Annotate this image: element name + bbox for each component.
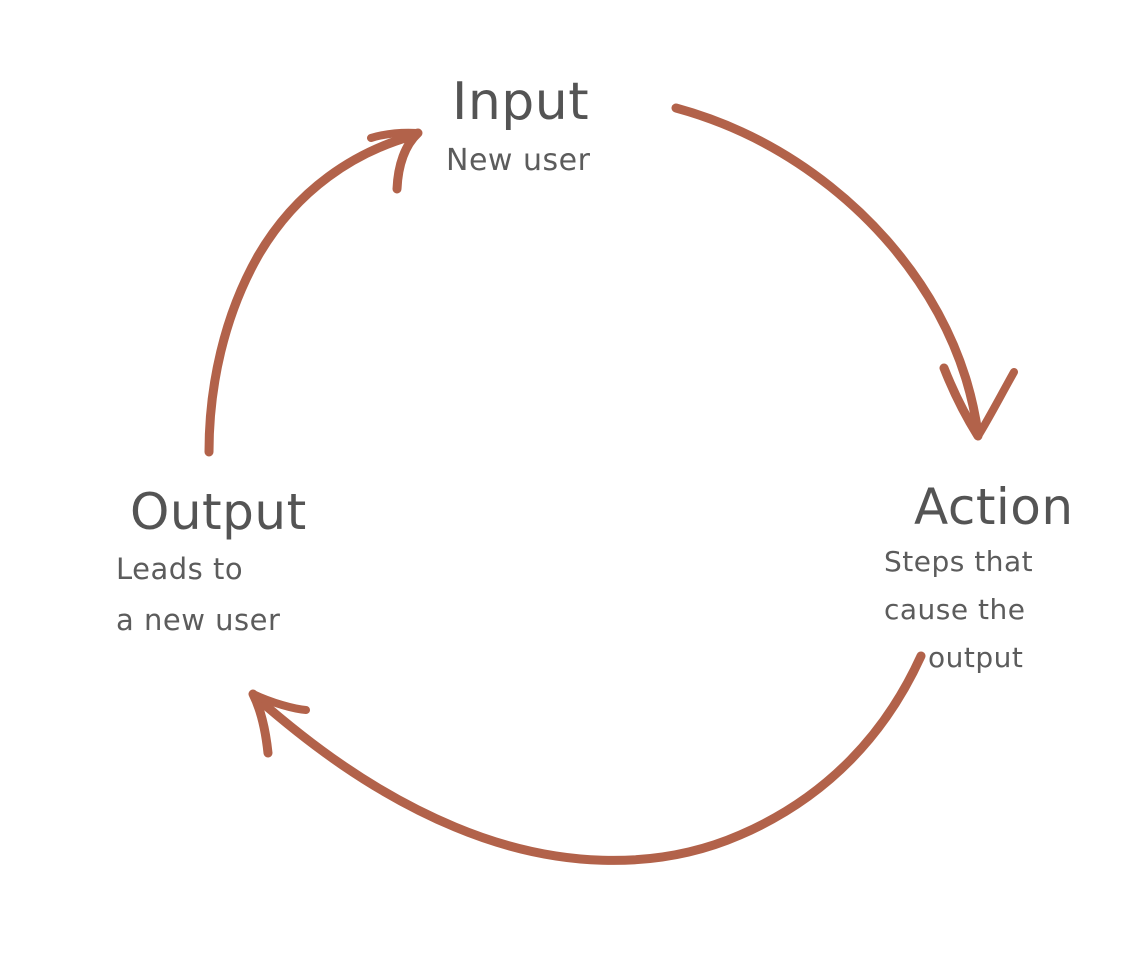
edge-output-to-input [204,128,423,457]
edge-action-to-output [248,651,926,865]
edge-action-to-output-arrowhead-barb [249,690,310,714]
edge-input-to-action-arrowhead [939,363,983,441]
node-output[interactable]: Output Leads to a new user [116,487,307,639]
node-input-subtitle-line-1: New user [446,143,591,178]
node-output-title: Output [130,483,307,541]
edge-input-to-action [671,103,1018,441]
node-action-subtitle-line-2: cause the [884,592,1026,626]
node-output-subtitle-line-2: a new user [116,603,281,638]
node-input[interactable]: Input New user [446,76,590,180]
edge-input-to-action-arrowhead-barb [974,368,1018,440]
edge-input-to-action-shaft [671,103,983,438]
node-action[interactable]: Action Steps that cause the output [884,482,1094,675]
node-action-title: Action [914,478,1074,536]
edge-output-to-input-arrowhead-barb [367,128,422,142]
node-action-subtitle-line-3: output [928,640,1024,674]
node-input-title: Input [452,72,590,132]
node-output-subtitle-line-1: Leads to [116,552,244,586]
edge-output-to-input-shaft [204,131,417,457]
edge-action-to-output-shaft [253,651,926,865]
node-action-subtitle-line-1: Steps that [884,545,1034,578]
